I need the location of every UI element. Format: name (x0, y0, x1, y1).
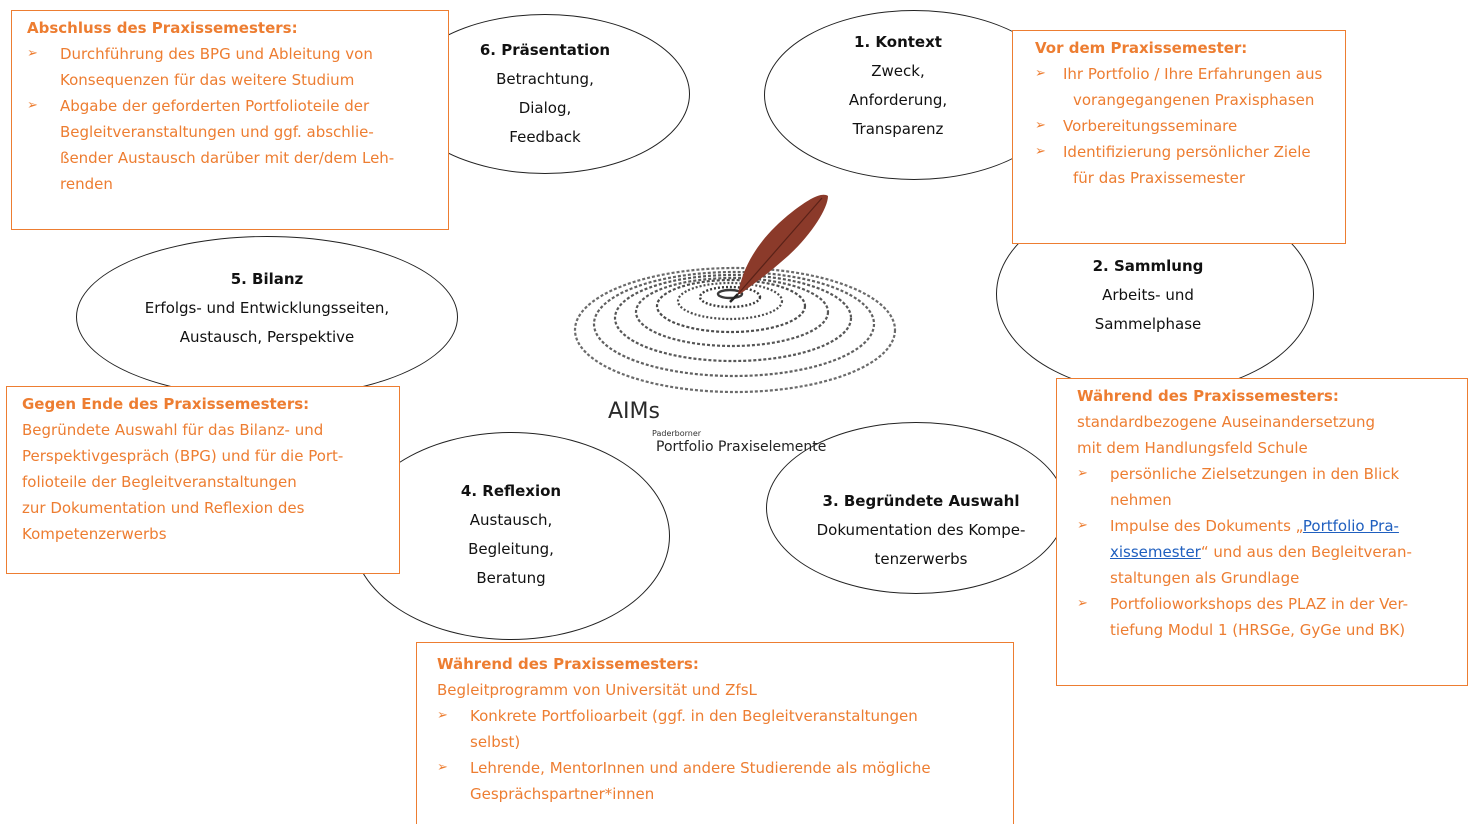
bilanz-title: 5. Bilanz (230, 270, 304, 288)
box-line: mit dem Handlungsfeld Schule (1077, 439, 1308, 457)
auswahl-line: tenzerwerbs (874, 550, 968, 568)
list-line: Begleitveranstaltungen und ggf. abschlie… (60, 123, 374, 141)
list-line: selbst) (470, 733, 521, 751)
bilanz-line: Austausch, Perspektive (179, 328, 355, 346)
list-line: Gesprächspartner*innen (470, 785, 655, 803)
logo-caption: Portfolio Praxiselemente (656, 439, 826, 455)
box-vor-title: Vor dem Praxissemester: (1035, 39, 1248, 57)
list-line: Abgabe der geforderten Portfolioteile de… (60, 97, 370, 115)
box-waehrend-rechts: Während des Praxissemesters: standardbez… (1056, 378, 1468, 686)
kontext-title: 1. Kontext (854, 33, 942, 51)
logo-sub: Paderborner (652, 429, 702, 438)
list-line: Ihr Portfolio / Ihre Erfahrungen aus (1063, 65, 1323, 83)
praesentation-title: 6. Präsentation (479, 41, 611, 59)
auswahl-title: 3. Begründete Auswahl (822, 492, 1020, 510)
ellipse-praesentation-text: 6. Präsentation Betrachtung, Dialog, Fee… (400, 36, 690, 152)
portfolio-praxissemester-link[interactable]: xissemester (1110, 543, 1201, 561)
list-item: Durchführung des BPG und Ableitung von K… (27, 41, 438, 93)
list-line: Vorbereitungsseminare (1063, 117, 1238, 135)
box-waehrend-rechts-list: persönliche Zielsetzungen in den Blick n… (1077, 461, 1457, 643)
list-line: staltungen als Grundlage (1110, 569, 1300, 587)
praesentation-line: Betrachtung, (496, 70, 594, 88)
list-item: Abgabe der geforderten Portfolioteile de… (27, 93, 438, 197)
sammlung-title: 2. Sammlung (1092, 257, 1204, 275)
bilanz-line: Erfolgs- und Entwicklungsseiten, (144, 299, 390, 317)
spiral-icon (573, 266, 897, 394)
reflexion-title: 4. Reflexion (460, 482, 562, 500)
reflexion-line: Austausch, (469, 511, 553, 529)
list-item: Impulse des Dokuments „Portfolio Pra- xi… (1077, 513, 1457, 591)
list-line: vorangegangenen Praxisphasen (1073, 91, 1315, 109)
box-abschluss-list: Durchführung des BPG und Ableitung von K… (27, 41, 438, 197)
list-line: renden (60, 175, 113, 193)
list-line: ßender Austausch darüber mit der/dem Leh… (60, 149, 395, 167)
quill-spiral-logo-icon: AIMs Paderborner Portfolio Praxiselement… (573, 194, 897, 455)
box-line: standardbezogene Auseinandersetzung (1077, 413, 1376, 431)
list-line: Portfolioworkshops des PLAZ in der Ver- (1110, 595, 1409, 613)
box-vor: Vor dem Praxissemester: Ihr Portfolio / … (1012, 30, 1346, 244)
list-item: persönliche Zielsetzungen in den Blick n… (1077, 461, 1457, 513)
praesentation-line: Feedback (509, 128, 581, 146)
box-abschluss: Abschluss des Praxissemesters: Durchführ… (11, 10, 449, 230)
kontext-line: Anforderung, (848, 91, 948, 109)
list-line: Identifizierung persönlicher Ziele (1063, 143, 1311, 161)
list-item: Lehrende, MentorInnen und andere Studier… (437, 755, 1003, 807)
kontext-line: Zweck, (871, 62, 925, 80)
box-waehrend-rechts-title: Während des Praxissemesters: (1077, 387, 1339, 405)
list-item: Portfolioworkshops des PLAZ in der Ver- … (1077, 591, 1457, 643)
list-item: Identifizierung persönlicher Ziele für d… (1035, 139, 1335, 191)
box-line: Begleitprogramm von Universität und ZfsL (437, 681, 757, 699)
ellipse-reflexion-text: 4. Reflexion Austausch, Begleitung, Bera… (352, 477, 670, 593)
box-line: Perspektivgespräch (BPG) und für die Por… (22, 447, 344, 465)
list-item: Ihr Portfolio / Ihre Erfahrungen aus vor… (1035, 61, 1335, 113)
ellipse-sammlung-text: 2. Sammlung Arbeits- und Sammelphase (1000, 252, 1296, 339)
ellipse-auswahl (766, 422, 1066, 594)
box-gegen-ende-title: Gegen Ende des Praxissemesters: (22, 395, 310, 413)
portfolio-praxissemester-link[interactable]: Portfolio Pra- (1302, 517, 1399, 535)
box-waehrend-unten-title: Während des Praxissemesters: (437, 655, 699, 673)
list-line: nehmen (1110, 491, 1172, 509)
ellipse-auswahl-text: 3. Begründete Auswahl Dokumentation des … (790, 487, 1052, 574)
box-waehrend-unten-list: Konkrete Portfolioarbeit (ggf. in den Be… (437, 703, 1003, 807)
box-gegen-ende: Gegen Ende des Praxissemesters: Begründe… (6, 386, 400, 574)
reflexion-line: Begleitung, (468, 540, 554, 558)
list-line: “ und aus den Begleitveran- (1200, 543, 1412, 561)
ellipse-bilanz-text: 5. Bilanz Erfolgs- und Entwicklungsseite… (76, 265, 458, 352)
list-line: Konkrete Portfolioarbeit (ggf. in den Be… (470, 707, 918, 725)
box-abschluss-title: Abschluss des Praxissemesters: (27, 19, 298, 37)
box-line: Kompetenzerwerbs (22, 525, 167, 543)
list-line: Konsequenzen für das weitere Studium (60, 71, 355, 89)
box-line: zur Dokumentation und Reflexion des (22, 499, 305, 517)
box-vor-list: Ihr Portfolio / Ihre Erfahrungen aus vor… (1035, 61, 1335, 191)
auswahl-line: Dokumentation des Kompe- (816, 521, 1026, 539)
list-line: tiefung Modul 1 (HRSGe, GyGe und BK) (1110, 621, 1406, 639)
box-waehrend-unten: Während des Praxissemesters: Begleitprog… (416, 642, 1014, 824)
box-line: Begründete Auswahl für das Bilanz- und (22, 421, 324, 439)
logo-brand: AIMs (608, 399, 660, 424)
list-item: Vorbereitungsseminare (1035, 113, 1335, 139)
list-line: Durchführung des BPG und Ableitung von (60, 45, 373, 63)
sammlung-line: Sammelphase (1094, 315, 1202, 333)
list-line: für das Praxissemester (1073, 169, 1245, 187)
quill-icon (729, 194, 828, 303)
sammlung-line: Arbeits- und (1102, 286, 1194, 304)
list-line: Impulse des Dokuments „ (1110, 517, 1303, 535)
ellipse-reflexion (352, 432, 670, 640)
ellipse-kontext-text: 1. Kontext Zweck, Anforderung, Transpare… (764, 28, 1032, 144)
praesentation-line: Dialog, (518, 99, 572, 117)
list-line: persönliche Zielsetzungen in den Blick (1110, 465, 1400, 483)
list-line: Lehrende, MentorInnen und andere Studier… (470, 759, 931, 777)
box-line: folioteile der Begleitveranstaltungen (22, 473, 297, 491)
reflexion-line: Beratung (476, 569, 546, 587)
list-item: Konkrete Portfolioarbeit (ggf. in den Be… (437, 703, 1003, 755)
kontext-line: Transparenz (852, 120, 944, 138)
